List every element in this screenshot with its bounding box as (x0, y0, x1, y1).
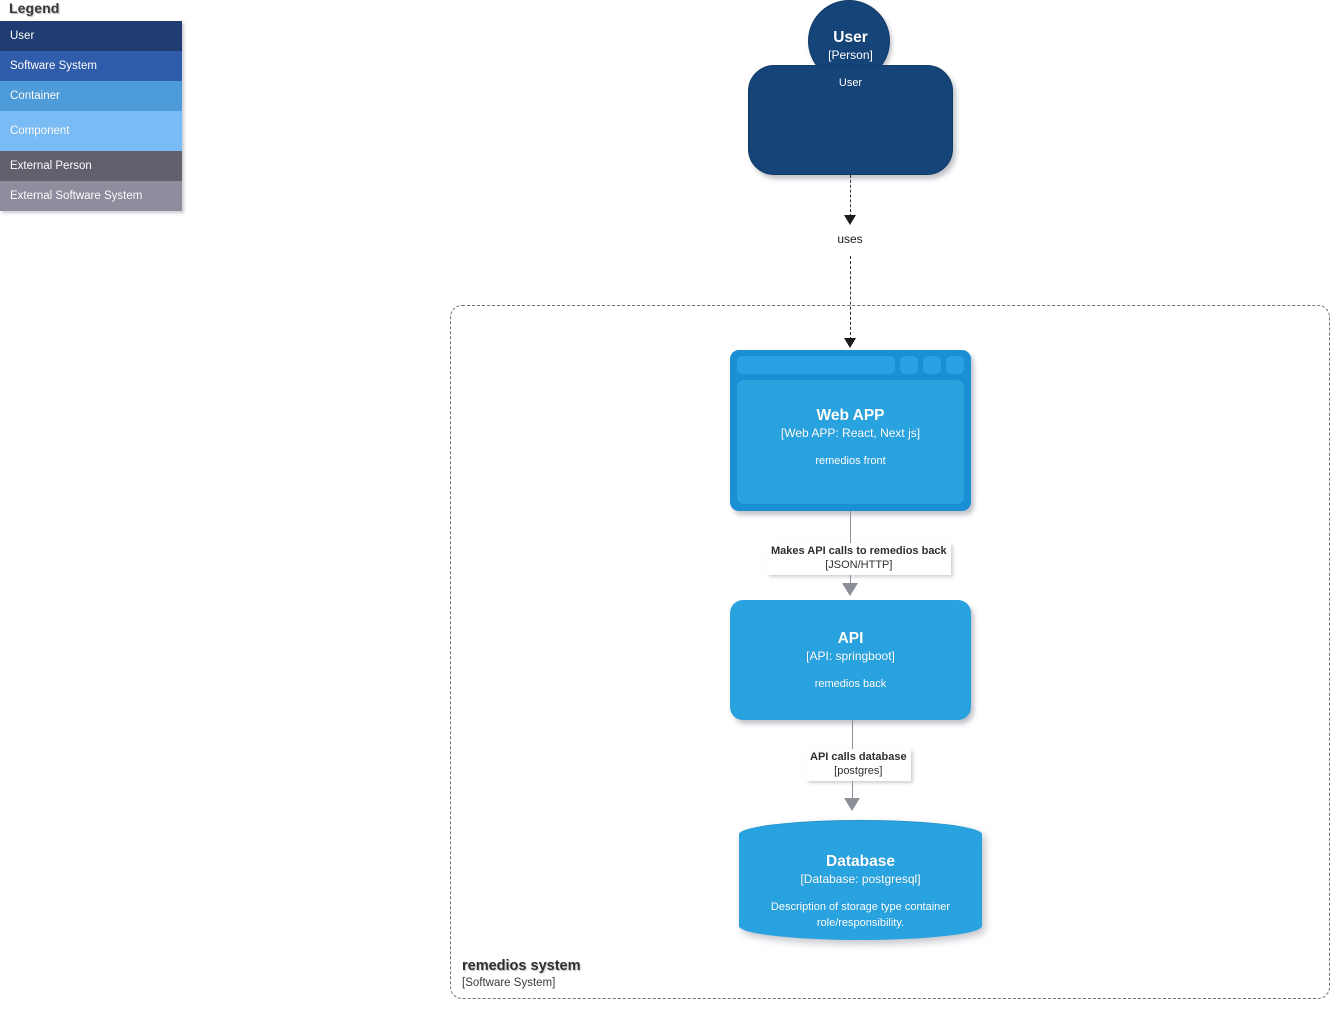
node-api-text: API [API: springboot] remedios back (730, 629, 971, 693)
legend-item-label: Container (10, 90, 60, 102)
legend-list: User Software System Container Component… (0, 21, 182, 211)
legend-item-user[interactable]: User (0, 21, 182, 51)
legend-item-component[interactable]: Component (0, 111, 182, 151)
webapp-window-button-icon (946, 356, 964, 374)
legend-item-label: External Software System (10, 190, 143, 202)
node-database[interactable]: Database [Database: postgresql] Descript… (739, 820, 982, 940)
legend-item-label: Software System (10, 60, 97, 72)
node-api-name: API (837, 630, 864, 647)
rel-webapp-api-arrowhead (842, 583, 858, 596)
legend-item-label: User (10, 30, 35, 42)
legend-item-container[interactable]: Container (0, 81, 182, 111)
system-boundary-remedios-system (450, 305, 1330, 999)
system-boundary-type: [Software System] (462, 977, 556, 990)
database-cylinder-body (739, 834, 982, 926)
rel-api-database-arrowhead (844, 798, 860, 811)
webapp-body (737, 380, 964, 504)
rel-webapp-api-label-technology: [JSON/HTTP] (825, 558, 893, 571)
node-api-description: remedios back (814, 678, 887, 691)
webapp-url-bar-icon (737, 356, 895, 374)
rel-user-webapp-arrowhead-end (844, 338, 856, 348)
rel-api-database-label-text: API calls database (810, 751, 907, 763)
system-boundary-label: remedios system [Software System] (462, 957, 580, 991)
webapp-window-button-icon (900, 356, 918, 374)
legend: Legend User Software System Container Co… (0, 0, 182, 211)
person-body-shape (748, 65, 953, 175)
legend-item-external-person[interactable]: External Person (0, 151, 182, 181)
rel-user-webapp-line-lower (849, 256, 851, 340)
legend-item-external-software-system[interactable]: External Software System (0, 181, 182, 211)
rel-webapp-api-label: Makes API calls to remedios back [JSON/H… (767, 543, 951, 575)
legend-title: Legend (9, 0, 60, 16)
database-cylinder-top (739, 820, 982, 849)
legend-item-label: External Person (10, 160, 92, 172)
node-api[interactable]: API [API: springboot] remedios back (730, 600, 971, 720)
webapp-window-button-icon (923, 356, 941, 374)
rel-user-webapp-arrowhead-mid (844, 215, 856, 225)
rel-user-webapp-label: uses (837, 232, 863, 246)
rel-user-webapp-line-upper (849, 175, 851, 217)
system-boundary-name: remedios system (462, 958, 581, 974)
legend-item-software-system[interactable]: Software System (0, 51, 182, 81)
rel-api-database-label-technology: [postgres] (834, 764, 883, 777)
node-user[interactable]: User [Person] User (748, 0, 953, 175)
rel-api-database-label: API calls database [postgres] (806, 749, 911, 781)
legend-item-label: Component (10, 125, 70, 137)
webapp-titlebar (737, 356, 964, 374)
node-web-app[interactable]: Web APP [Web APP: React, Next js] remedi… (730, 350, 971, 511)
rel-webapp-api-label-text: Makes API calls to remedios back (771, 545, 947, 557)
node-api-type: [API: springboot] (806, 649, 895, 664)
